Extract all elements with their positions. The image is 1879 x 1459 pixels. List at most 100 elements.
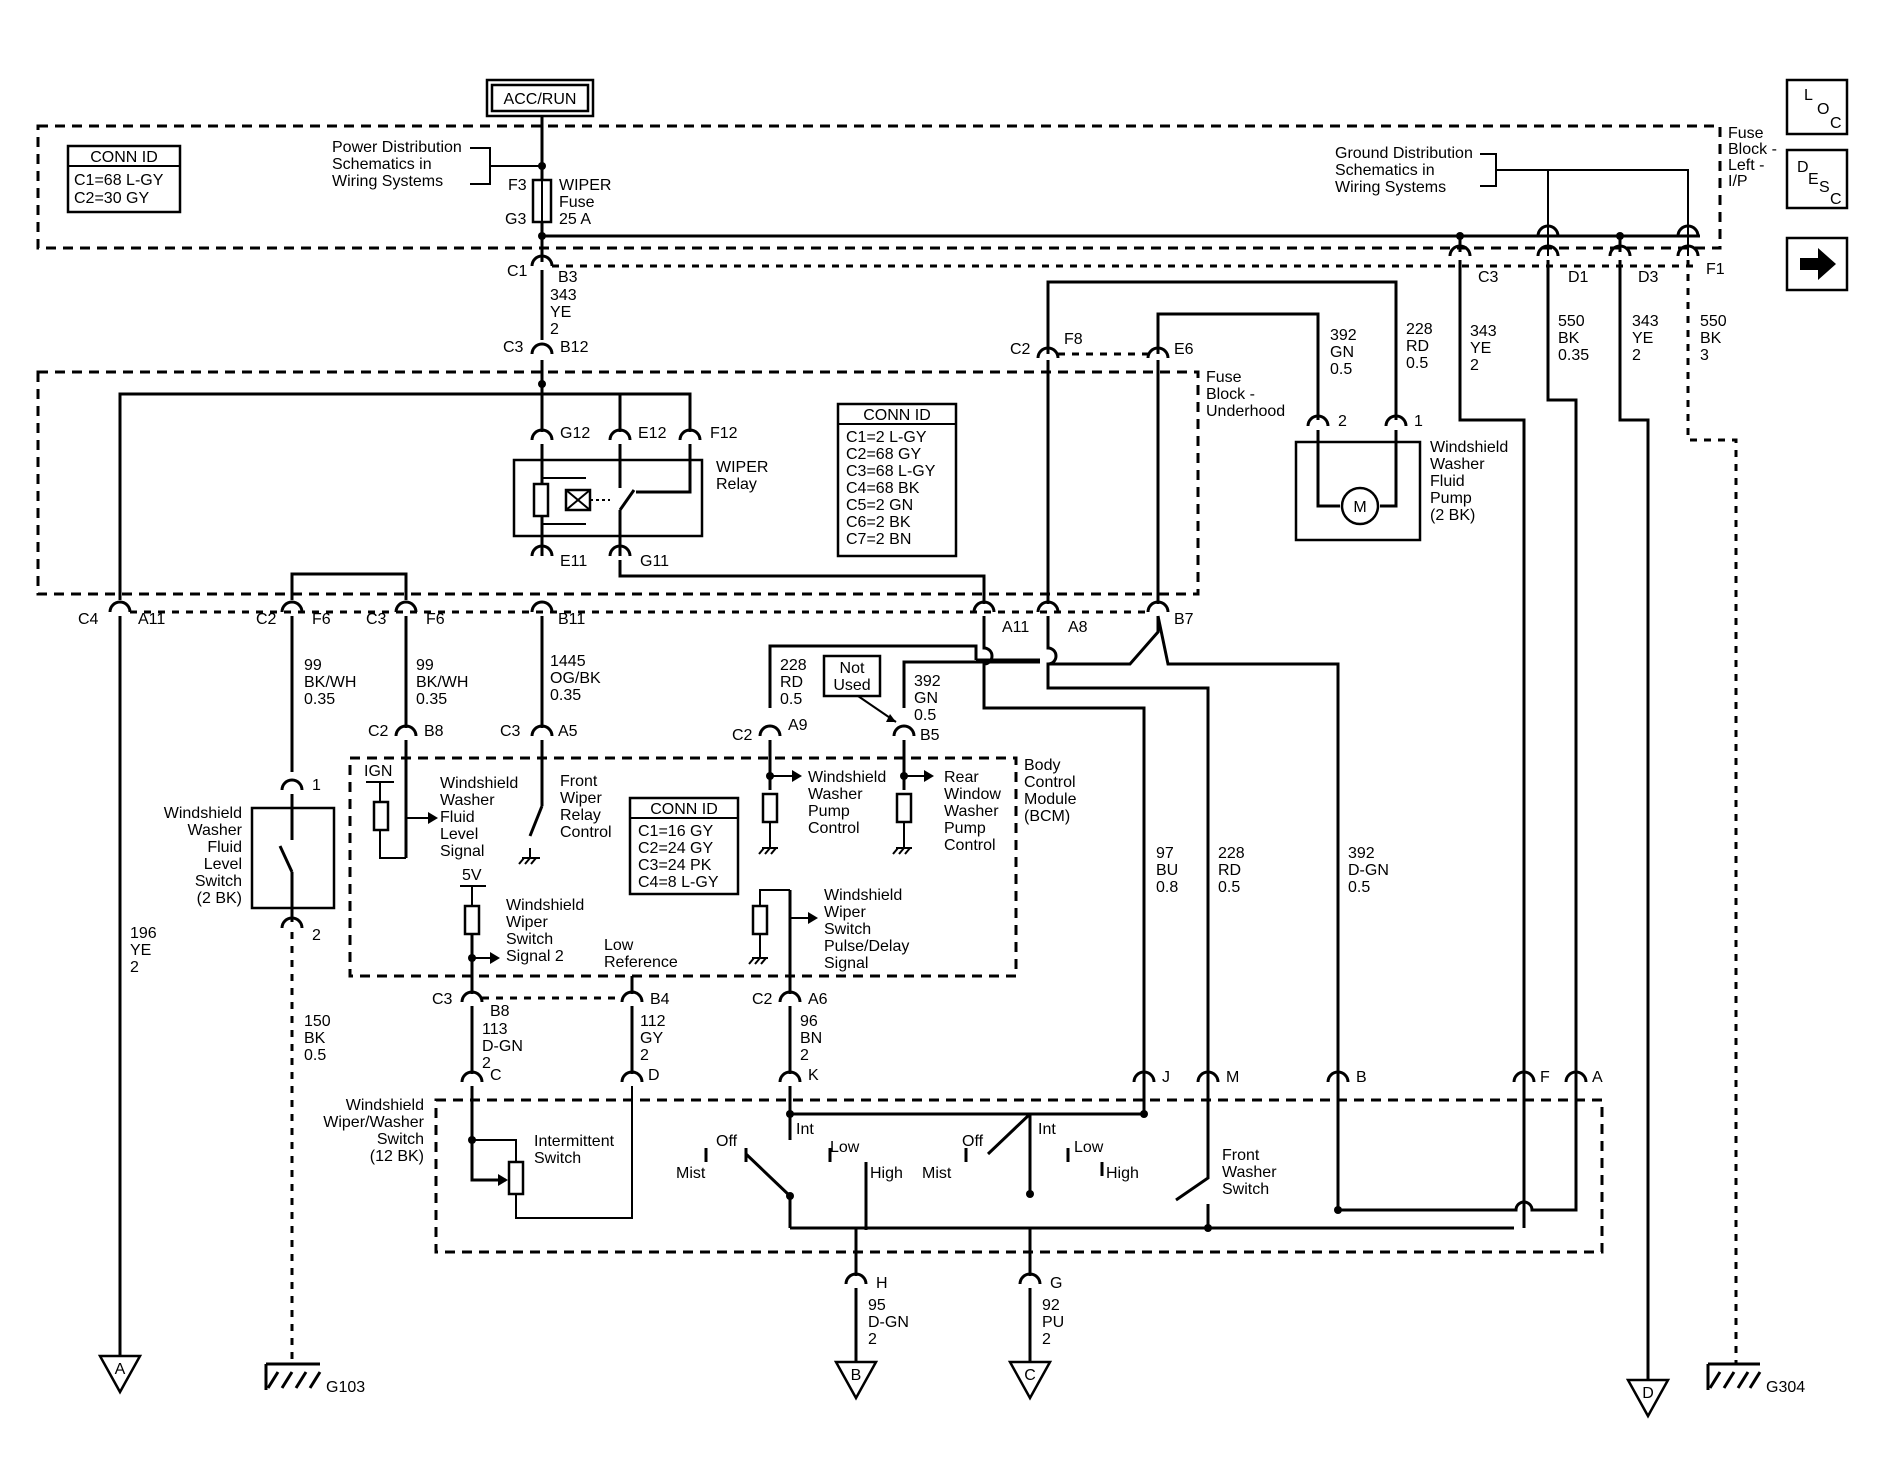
svg-text:G3: G3 [505,211,526,228]
svg-text:A: A [1592,1069,1603,1086]
offpage-connector-c[interactable]: C [1007,1360,1053,1401]
svg-text:B5: B5 [920,727,940,744]
svg-text:B: B [851,1367,862,1384]
connector-c1-b3: C1 B3 [507,248,578,286]
bcm-pulse-delay-circuit: Windshield Wiper Switch Pulse/Delay Sign… [748,887,909,994]
svg-text:Block -: Block - [1728,141,1777,158]
svg-text:Signal: Signal [824,955,868,972]
svg-text:BK: BK [1700,330,1722,347]
svg-text:Fuse: Fuse [1206,369,1242,386]
svg-text:BK: BK [1558,330,1580,347]
wiper-washer-switch-outline [434,1098,1604,1254]
offpage-connector-b[interactable]: B [833,1360,879,1401]
wire-343-to-d [1618,260,1650,1380]
svg-text:BN: BN [800,1030,822,1047]
bcm-pump-control-circuit: Windshield Washer Pump Control [758,740,886,855]
svg-text:150: 150 [304,1013,331,1030]
svg-text:96: 96 [800,1013,818,1030]
switch-top-connectors: C D K J M B F A [460,1067,1603,1086]
svg-text:RD: RD [780,674,803,691]
switch-ground-bus [1336,1086,1578,1212]
svg-text:Control: Control [560,824,612,841]
svg-text:Low: Low [604,937,634,954]
svg-text:Windshield: Windshield [808,769,886,786]
svg-text:343: 343 [550,287,577,304]
svg-text:E: E [1808,171,1819,188]
svg-text:2: 2 [482,1055,491,1072]
arrow-right-icon[interactable] [1785,236,1849,292]
svg-text:0.8: 0.8 [1156,879,1178,896]
fuse-block-underhood-label: Fuse Block - Underhood [1206,369,1285,420]
svg-text:Mist: Mist [676,1165,706,1182]
svg-text:D-GN: D-GN [482,1038,523,1055]
svg-text:RD: RD [1218,862,1241,879]
svg-text:Level: Level [204,856,242,873]
svg-text:550: 550 [1700,313,1727,330]
svg-text:Washer: Washer [187,822,242,839]
wiper-fuse: F3 G3 WIPER Fuse 25 A [505,177,611,228]
svg-text:228: 228 [1218,845,1245,862]
svg-text:0.35: 0.35 [416,691,447,708]
svg-text:G: G [1050,1275,1062,1292]
svg-text:Off: Off [962,1133,984,1150]
svg-text:Switch: Switch [1222,1181,1269,1198]
svg-text:0.35: 0.35 [1558,347,1589,364]
offpage-connector-a[interactable]: A [97,1354,143,1395]
svg-text:CONN ID: CONN ID [650,801,718,818]
svg-text:YE: YE [1470,340,1491,357]
svg-text:25 A: 25 A [559,211,591,228]
svg-text:0.5: 0.5 [1330,361,1352,378]
offpage-connector-d[interactable]: D [1625,1378,1671,1419]
relay-connectors-bottom: E11 G11 [530,544,669,570]
wire-550-to-g304 [1686,260,1738,1364]
svg-text:2: 2 [1042,1331,1051,1348]
wire-392-dgn [1048,615,1340,1094]
svg-text:Wiring Systems: Wiring Systems [1335,179,1446,196]
intermittent-switch: Intermittent Switch [468,1086,633,1219]
svg-text:Wiper: Wiper [506,914,548,931]
svg-text:Relay: Relay [560,807,601,824]
svg-text:97: 97 [1156,845,1174,862]
desc-button[interactable]: D E S C [1785,148,1849,210]
svg-text:A9: A9 [788,717,808,734]
svg-text:C3: C3 [1478,269,1499,286]
svg-text:C1=68 L-GY: C1=68 L-GY [74,172,164,189]
svg-text:C3: C3 [432,991,453,1008]
svg-text:Washer: Washer [440,792,495,809]
rear-wiper-mode-switch: Off Int Low High Mist [922,1112,1139,1198]
svg-text:CONN ID: CONN ID [863,407,931,424]
svg-text:99: 99 [304,657,322,674]
svg-text:5V: 5V [462,867,482,884]
wire-228-rd-pump [1046,280,1398,420]
svg-text:C1: C1 [507,263,528,280]
svg-text:C3: C3 [503,339,524,356]
loc-button[interactable]: L O C [1785,78,1849,136]
svg-text:2: 2 [640,1047,649,1064]
svg-text:D: D [1642,1385,1654,1402]
svg-text:392: 392 [1330,327,1357,344]
svg-text:Windshield: Windshield [506,897,584,914]
svg-text:K: K [808,1067,819,1084]
svg-text:Windshield: Windshield [440,775,518,792]
svg-text:0.5: 0.5 [304,1047,326,1064]
svg-text:E6: E6 [1174,341,1194,358]
svg-text:YE: YE [130,942,151,959]
svg-text:0.5: 0.5 [914,707,936,724]
svg-text:Fluid: Fluid [440,809,475,826]
svg-text:Fuse: Fuse [1728,125,1764,142]
svg-text:G11: G11 [640,553,669,570]
front-washer-switch: Front Washer Switch [1175,1086,1277,1232]
svg-text:2: 2 [550,321,559,338]
svg-text:Fluid: Fluid [207,839,242,856]
svg-text:95: 95 [868,1297,886,1314]
svg-text:(12 BK): (12 BK) [370,1148,424,1165]
svg-text:99: 99 [416,657,434,674]
svg-text:G304: G304 [1766,1379,1805,1396]
svg-text:92: 92 [1042,1297,1060,1314]
svg-text:Rear: Rear [944,769,979,786]
svg-text:Block -: Block - [1206,386,1255,403]
acc-run-box: ACC/RUN [485,78,595,118]
svg-text:Relay: Relay [716,476,757,493]
svg-text:C2: C2 [368,723,389,740]
svg-text:J: J [1162,1069,1170,1086]
